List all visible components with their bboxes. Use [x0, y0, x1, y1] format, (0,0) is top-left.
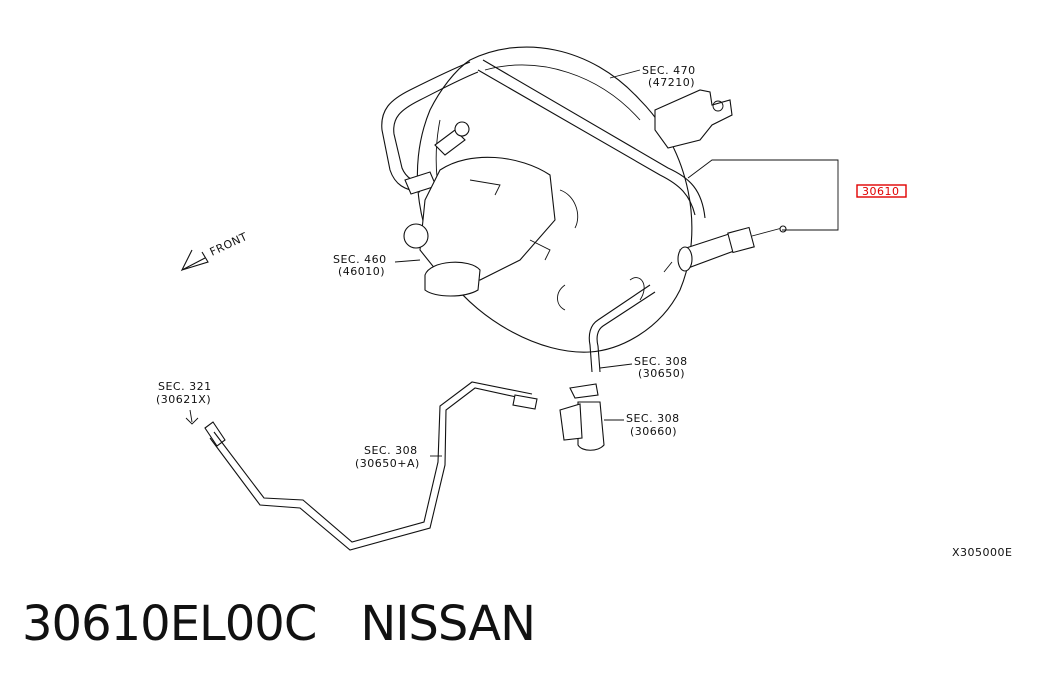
diagram-code: X305000E — [952, 546, 1012, 559]
callout-sec308a-line2: (30650) — [638, 367, 685, 380]
front-label: FRONT — [208, 230, 250, 259]
callout-sec308a-line1: SEC. 308 — [634, 355, 688, 368]
front-arrow: FRONT — [180, 230, 250, 272]
callout-sec321: SEC. 321 (30621X) — [156, 380, 212, 425]
callout-sec308b-line1: SEC. 308 — [626, 412, 680, 425]
highlight-box — [856, 184, 907, 198]
callout-30610: 30610 — [687, 159, 907, 231]
callout-sec308b: SEC. 308 (30660) — [604, 412, 680, 438]
clutch-master-cylinder — [663, 225, 787, 273]
caption: 30610EL00C NISSAN — [22, 596, 536, 666]
callout-sec470: SEC. 470 (47210) — [609, 64, 696, 89]
highlighted-part-label: 30610 — [862, 185, 900, 198]
callout-sec321-line1: SEC. 321 — [158, 380, 212, 393]
callout-sec470-line1: SEC. 470 — [642, 64, 696, 77]
clutch-damper — [559, 383, 605, 451]
clutch-tube-long — [204, 381, 538, 551]
booster-hose — [477, 59, 706, 219]
callout-sec460-line1: SEC. 460 — [333, 253, 387, 266]
callout-sec470-line2: (47210) — [648, 76, 695, 89]
callout-sec460: SEC. 460 (46010) — [333, 253, 421, 278]
callout-sec308b-line2: (30660) — [630, 425, 677, 438]
callout-sec308c-line1: SEC. 308 — [364, 444, 418, 457]
callout-sec308a: SEC. 308 (30650) — [599, 355, 688, 380]
part-number: 30610EL00C — [22, 596, 317, 652]
brand-name: NISSAN — [360, 596, 536, 652]
vacuum-hose — [381, 61, 479, 195]
callout-sec308c: SEC. 308 (30650+A) — [355, 444, 442, 470]
master-cylinder — [403, 156, 556, 297]
callout-sec321-line2: (30621X) — [156, 393, 211, 406]
callout-sec308c-line2: (30650+A) — [355, 457, 420, 470]
clutch-tube — [588, 284, 656, 373]
bracket — [654, 89, 733, 149]
parts-diagram: FRONT SEC. 470 (47210) 30610 SEC. 460 (4… — [156, 46, 1012, 559]
callout-sec460-line2: (46010) — [338, 265, 385, 278]
